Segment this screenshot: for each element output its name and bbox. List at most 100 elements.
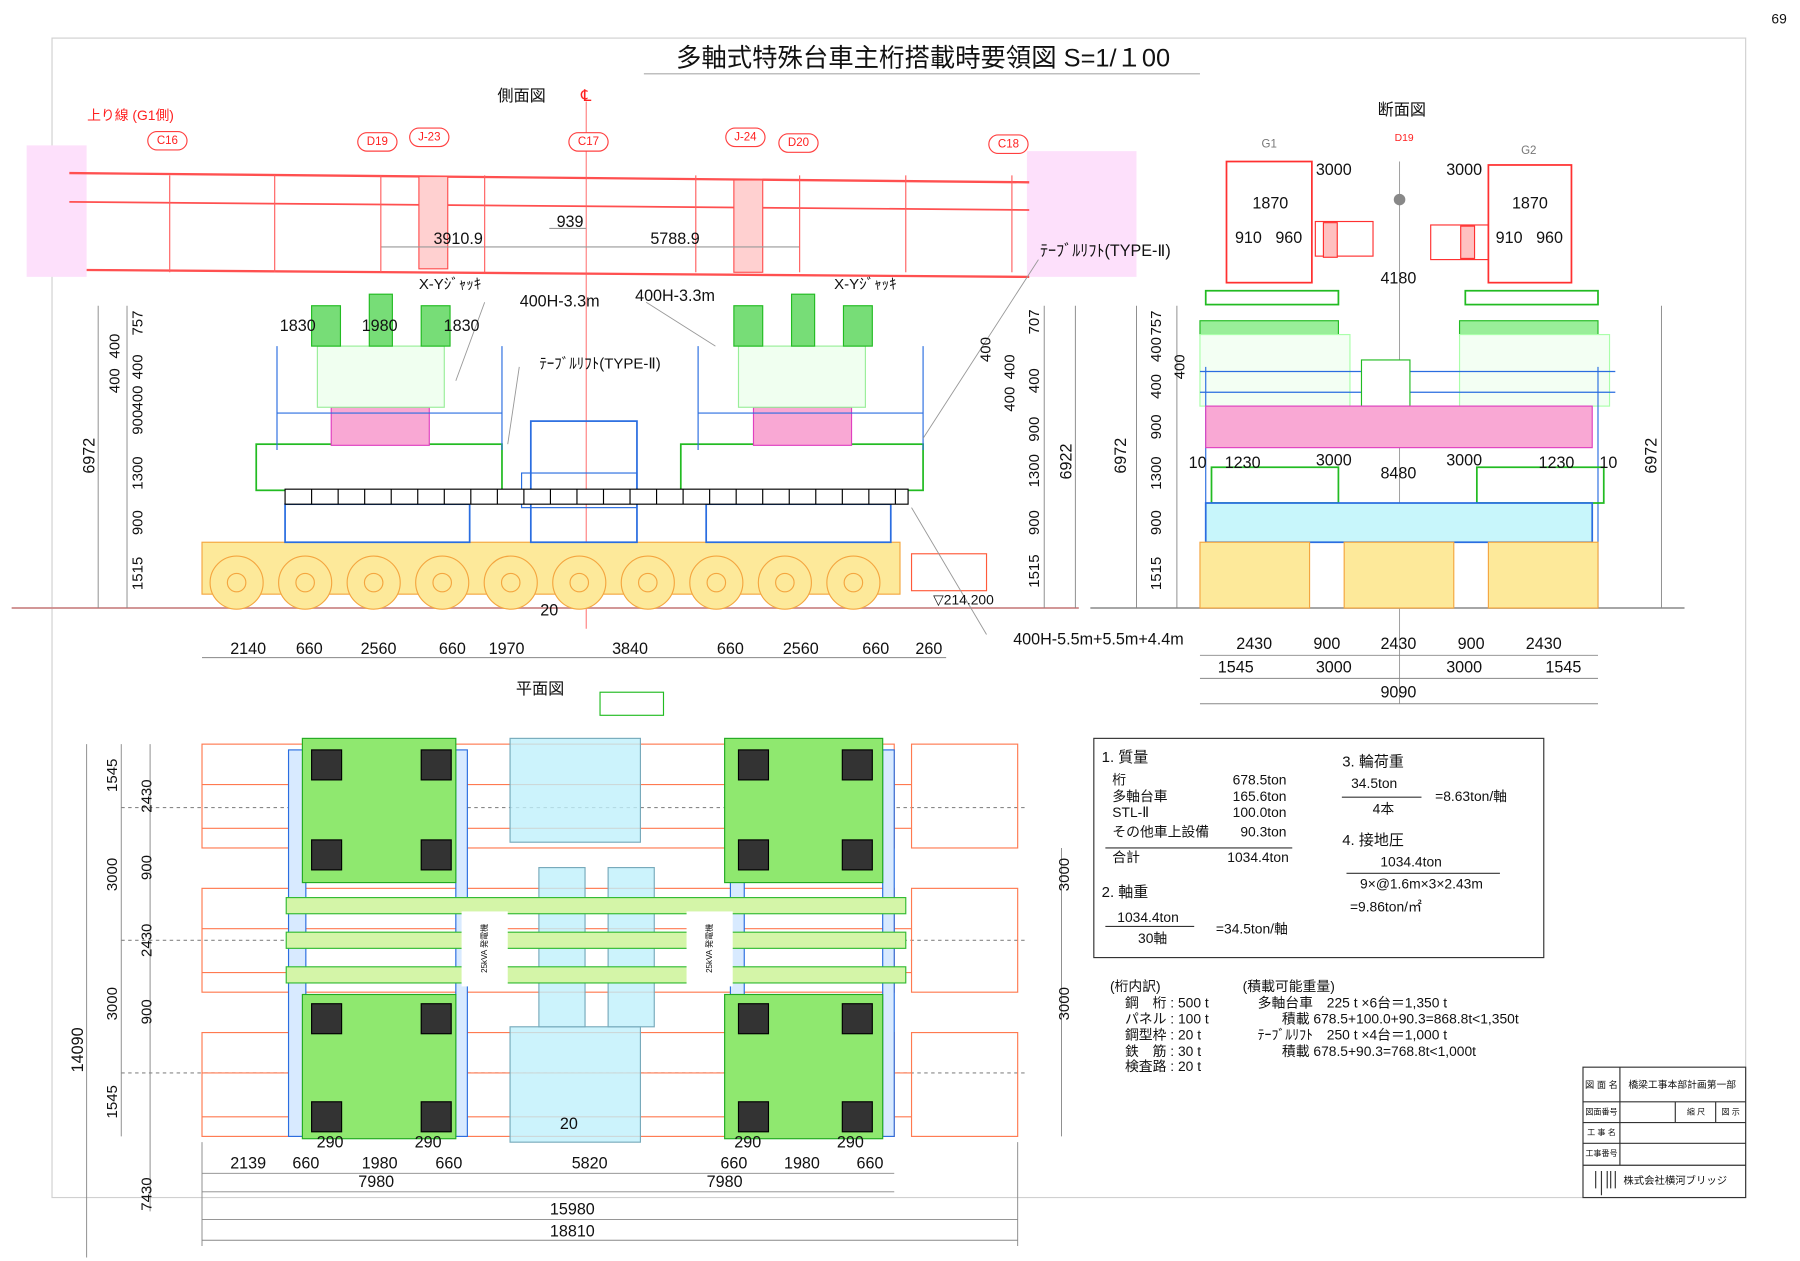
side_view-bottom_dims-1-text: 660 (296, 640, 323, 658)
side_view-label-text: 側面図 (497, 87, 545, 105)
section-view-drawing-shape (1460, 225, 1476, 260)
section-view-drawing-shape (1393, 193, 1406, 206)
load_capacity-lines-3-text: 積載 678.5+90.3=768.8t<1,000t (1282, 1043, 1476, 1059)
side_view-left_dims-4-text: 400 (130, 386, 147, 411)
page_number-text: 69 (1771, 10, 1787, 26)
plan-view-drawing-shape (910, 887, 1019, 993)
plan-view-drawing-shape (86, 744, 1062, 1258)
side_view-top_dims-1-text: 1980 (362, 317, 398, 335)
plan_view-total_1-text: 15980 (550, 1201, 595, 1219)
marker-bubble (778, 133, 819, 153)
wheel (757, 555, 812, 610)
girder-elevation-shape (86, 268, 1030, 279)
side_view-callouts-xy_jack_left-text: X-Yｼﾞｬｯｷ (419, 276, 481, 293)
title_block-project_name_label-text: 工 事 名 (1587, 1127, 1616, 1137)
side_view-callouts-beam_left-text: 400H-3.3m (520, 293, 600, 311)
plan-view-drawing-shape (285, 931, 907, 949)
girder-elevation-shape (418, 175, 449, 270)
section_view-left_dims-1-text: 400 (1148, 337, 1165, 362)
side_view-right_dims-7-text: 900 (1026, 510, 1043, 535)
section_view-section_mark-text: D19 (1395, 133, 1414, 144)
jack-pad (737, 1101, 770, 1133)
side_view-right_dims-8-text: 1515 (1026, 554, 1043, 587)
plan-view-drawing-shape (461, 911, 508, 987)
calc_box-mass-items-0-value-text: 678.5ton (1233, 772, 1287, 788)
side_view-markers-4-text: J-24 (734, 131, 757, 143)
calc_box-ground_pressure-heading-text: 4. 接地圧 (1342, 832, 1404, 849)
plan_view-bottom_dims-7-text: 660 (857, 1154, 884, 1172)
section_view-bottom_total-text: 9090 (1380, 684, 1416, 702)
calc_box-wheel_load-denominator-text: 4本 (1373, 801, 1395, 817)
calc_box-mass-items-3-value-text: 90.3ton (1240, 824, 1286, 840)
side_view-callouts-gap-text: 20 (540, 602, 558, 620)
side_view-bottom_dims-0-text: 2140 (230, 640, 266, 658)
section_view-girder_dims-4-text: 910 (1235, 229, 1262, 247)
jack-pad (841, 1101, 873, 1133)
section_view-left_dims-0-text: 757 (1148, 311, 1165, 336)
side_view-top_dims-2-text: 1830 (444, 317, 480, 335)
section_view-girder_dims-0-text: 3000 (1316, 161, 1352, 179)
plan-view-drawing-shape (599, 691, 665, 716)
section_view-bottom_dims_row2-0-text: 1545 (1218, 658, 1254, 676)
girder_breakdown-items-2-text: 鋼型枠 : 20 t (1125, 1027, 1201, 1043)
wheel (415, 555, 470, 610)
plan-view-drawing (86, 691, 1062, 1258)
side_view-right_dims-0-text: 707 (1026, 309, 1043, 334)
section_view-width_dims-3-text: 8480 (1380, 464, 1416, 482)
side_view-bottom_dims-6-text: 660 (717, 640, 744, 658)
calculation-box-shape (1093, 737, 1545, 959)
wheel-hub (500, 572, 521, 593)
section-view-drawing-shape (1464, 289, 1599, 306)
girder-elevation (26, 101, 1137, 629)
side_view-right_dims-5-text: 900 (1026, 417, 1043, 442)
section_view-girder_dims-3-text: 1870 (1512, 194, 1548, 212)
side_view-bottom_dims-4-text: 1970 (489, 640, 525, 658)
wheel-hub (706, 572, 727, 593)
plan_view-bottom_dims-4-text: 5820 (572, 1154, 608, 1172)
plan-view-drawing-shape (285, 897, 907, 915)
plan_view-bottom_dims-1-text: 660 (292, 1154, 319, 1172)
section-view-drawing-shape (1458, 333, 1611, 407)
side_view-markers-5-text: D20 (788, 137, 809, 149)
section_view-bottom_dims_row1-0-text: 2430 (1236, 635, 1272, 653)
side_view-left_dims-7-text: 900 (130, 510, 147, 535)
calc_box-mass-items-0-name-text: 桁 (1112, 772, 1126, 788)
plan_view-bottom_dims-5-text: 660 (720, 1154, 747, 1172)
title_block-project_number_label-text: 工事番号 (1585, 1148, 1617, 1158)
girder_breakdown-items-1-text: パネル : 100 t (1125, 1011, 1209, 1027)
side_view-top_dims-0-text: 1830 (280, 317, 316, 335)
marker-bubble (988, 134, 1029, 155)
plan_view-left_dims-0-text: 1545 (104, 759, 121, 792)
section-view-drawing-shape (1199, 541, 1311, 609)
section_view-girder_dims-8-text: 4180 (1380, 269, 1416, 287)
jack-pad (311, 749, 343, 781)
wheel-hub (226, 572, 247, 593)
load_capacity-lines-1-text: 積載 678.5+100.0+90.3=868.8t<1,350t (1282, 1011, 1519, 1027)
plan_view-small_dims-1-text: 290 (415, 1134, 442, 1152)
section-view-drawing-shape (1430, 224, 1489, 261)
jack-pad (737, 839, 770, 871)
section_view-girder_dims-6-text: 910 (1496, 229, 1523, 247)
section_view-girder_dims-1-text: 3000 (1446, 161, 1482, 179)
calc_box-mass-items-2-name-text: STL-Ⅱ (1112, 804, 1149, 820)
section_view-left_dims-7-text: 1515 (1148, 557, 1165, 590)
plan-view-drawing-shape (509, 1026, 641, 1143)
side_view-markers-6-text: C18 (998, 138, 1019, 150)
section_view-bottom_dims_row1-4-text: 2430 (1526, 635, 1562, 653)
calc_box-axle_load-denominator-text: 30軸 (1138, 930, 1167, 946)
plan_view-left_dims-3-text: 900 (139, 855, 156, 880)
section-view-drawing-shape (1204, 502, 1594, 544)
load_capacity-lines-0-text: 多軸台車 225 t ×6台＝1,350 t (1258, 994, 1448, 1010)
plan_view-generator_label-text: 25kVA 発電機 (704, 924, 714, 973)
calc_box-mass-total_value-text: 1034.4ton (1227, 849, 1289, 865)
calc_box-mass-items-1-name-text: 多軸台車 (1112, 788, 1167, 804)
section_view-width_dims-4-text: 3000 (1446, 452, 1482, 470)
plan_view-left_dims-5-text: 3000 (104, 987, 121, 1020)
plan_view-total_2-text: 18810 (550, 1222, 595, 1240)
side_view-callouts-lower_beam-text: 400H-5.5m+5.5m+4.4m (1013, 631, 1183, 649)
section_view-right_total-text: 6972 (1642, 438, 1660, 474)
plan_view-small_dims-2-text: 290 (734, 1134, 761, 1152)
title_block-scale_label-text: 縮 尺 (1687, 1106, 1705, 1116)
